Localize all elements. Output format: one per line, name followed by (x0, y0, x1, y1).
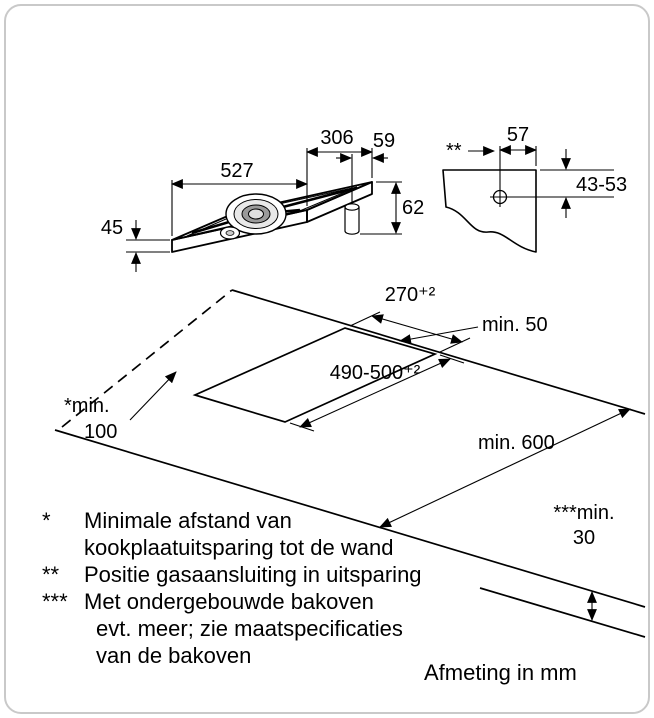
hob-isometric-view (171, 181, 373, 253)
label-min-600: min. 600 (478, 432, 555, 454)
legend-text-3a: Met ondergebouwde bakoven (84, 589, 374, 614)
label-gas-marker: ** (446, 140, 462, 162)
burner-icon (225, 193, 287, 235)
cutout-opening (192, 327, 438, 423)
side-section-outline (442, 169, 537, 253)
label-min-50: min. 50 (482, 314, 548, 336)
page-border (4, 4, 650, 714)
label-527: 527 (220, 160, 253, 182)
legend-marker-2: ** (42, 562, 60, 587)
label-43-53: 43-53 (576, 174, 627, 196)
worktop-back-edge (231, 289, 646, 415)
gas-side-view: 57 ** 43-53 (442, 124, 627, 253)
dim-line-490-500 (299, 358, 451, 428)
legend-marker-3: *** (42, 589, 68, 614)
rear-reference-line (479, 587, 646, 638)
label-57: 57 (507, 124, 529, 146)
label-59: 59 (373, 130, 395, 152)
legend-text-3c: van de bakoven (96, 643, 251, 668)
label-306: 306 (320, 127, 353, 149)
control-knob (219, 226, 241, 240)
worktop-front-edge (54, 429, 646, 608)
label-45: 45 (101, 217, 123, 239)
legend-text-1b: kookplaatuitsparing tot de wand (84, 535, 393, 560)
worktop-view: 270⁺² min. 50 490-500⁺² *min. 100 min. 6… (54, 284, 646, 638)
label-min-wall-2: 100 (84, 421, 117, 443)
dim-line-270 (371, 314, 463, 344)
label-62: 62 (402, 197, 424, 219)
label-490-500: 490-500⁺² (330, 362, 421, 384)
gas-connection-pipe (344, 203, 360, 235)
dim-line-600 (379, 408, 631, 528)
legend-text-3b: evt. meer; zie maatspecificaties (96, 616, 403, 641)
min50-arrow (399, 326, 479, 344)
label-min-rear-2: 30 (573, 527, 595, 549)
units-note: Afmeting in mm (424, 660, 577, 685)
wall-line-dashed (61, 289, 233, 428)
legend-text-2a: Positie gasaansluiting in uitsparing (84, 562, 422, 587)
hob-dimensions: 306 59 527 62 45 (101, 127, 424, 272)
hob-right-face (306, 181, 373, 223)
label-270: 270⁺² (385, 284, 436, 306)
legend-marker-1: * (42, 508, 51, 533)
label-min-rear-1: ***min. (553, 502, 614, 524)
label-min-wall-1: *min. (64, 395, 110, 417)
legend: * Minimale afstand van kookplaatuitspari… (42, 508, 577, 685)
min100-arrow (129, 371, 177, 421)
legend-text-1a: Minimale afstand van (84, 508, 292, 533)
